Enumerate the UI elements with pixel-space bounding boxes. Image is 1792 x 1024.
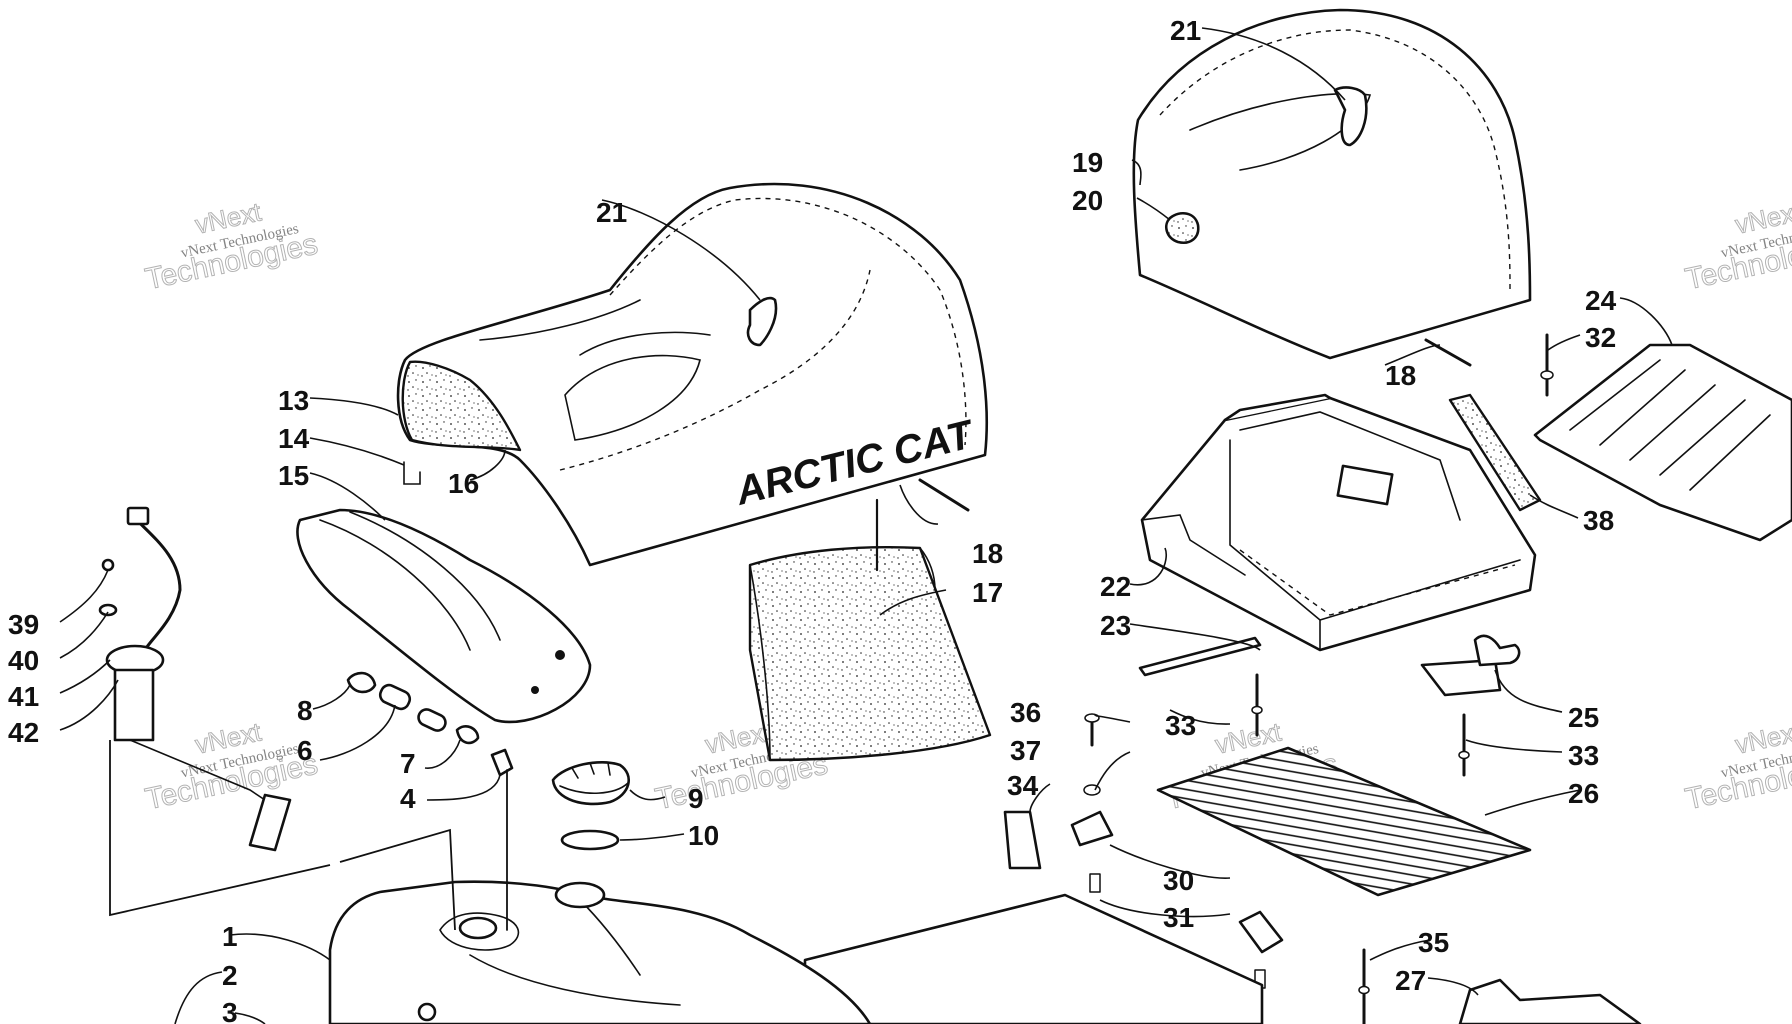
clip-part (403, 461, 421, 485)
clip-part (1238, 910, 1284, 954)
front-seat-part: ARCTIC CAT (396, 182, 989, 567)
callout-32: 32 (1585, 322, 1616, 353)
ribbed-mat-part (1156, 746, 1532, 897)
hinge-part (1420, 634, 1521, 697)
callout-6: 6 (297, 735, 313, 766)
clip-part (1070, 810, 1114, 847)
callout-37: 37 (1010, 735, 1041, 766)
callout-27: 27 (1395, 965, 1426, 996)
rod-part (918, 478, 970, 512)
assembly-leader-line (109, 740, 456, 931)
screw-part (1083, 713, 1101, 796)
callout-30: 30 (1163, 865, 1194, 896)
callout-41: 41 (8, 681, 39, 712)
callout-14: 14 (278, 423, 310, 454)
callout-21: 21 (596, 197, 627, 228)
callout-1: 1 (222, 921, 238, 952)
callout-17: 17 (972, 577, 1003, 608)
callout-7: 7 (400, 748, 416, 779)
callout-labels: 1 2 3 4 6 7 8 9 10 13 14 15 16 17 18 18 … (8, 15, 1617, 1024)
callout-24: 24 (1585, 285, 1617, 316)
callout-42: 42 (8, 717, 39, 748)
bracket-part (1533, 343, 1792, 542)
rear-seat-part (1132, 8, 1532, 360)
leader-lines (59, 27, 1673, 1024)
callout-18: 18 (972, 538, 1003, 569)
seat-base-part (296, 508, 592, 724)
callout-3: 3 (222, 997, 238, 1024)
callout-20: 20 (1072, 185, 1103, 216)
foam-block-part (748, 545, 992, 762)
seat-base-stud-icon (555, 650, 565, 660)
callout-10: 10 (688, 820, 719, 851)
callout-35: 35 (1418, 927, 1449, 958)
rod-part (1424, 338, 1472, 367)
foam-patch-part (1164, 211, 1200, 244)
callout-13: 13 (278, 385, 309, 416)
callout-36: 36 (1010, 697, 1041, 728)
fuel-cap-part (551, 761, 630, 806)
callout-9: 9 (688, 783, 704, 814)
spacer-part (1089, 873, 1101, 893)
callout-38: 38 (1583, 505, 1614, 536)
bolt-part (1251, 333, 1554, 1024)
callout-16: 16 (448, 468, 479, 499)
callout-25: 25 (1568, 702, 1599, 733)
callout-2: 2 (222, 960, 238, 991)
callout-22: 22 (1100, 571, 1131, 602)
l-bracket-part (1003, 810, 1042, 870)
hose-fittings-part (346, 671, 514, 931)
stake-part (1138, 636, 1262, 677)
storage-tray-part (1140, 393, 1537, 652)
callout-33: 33 (1165, 710, 1196, 741)
callout-34: 34 (1007, 770, 1039, 801)
callout-15: 15 (278, 460, 309, 491)
callout-33: 33 (1568, 740, 1599, 771)
callout-18: 18 (1385, 360, 1416, 391)
grommet-part (417, 1002, 437, 1022)
callout-8: 8 (297, 695, 313, 726)
callout-23: 23 (1100, 610, 1131, 641)
seat-base-stud-icon (531, 686, 539, 694)
callout-31: 31 (1163, 902, 1194, 933)
fuel-tank-part (328, 880, 872, 1024)
gasket-part (560, 829, 620, 851)
mount-bracket-part (1458, 978, 1642, 1024)
callout-40: 40 (8, 645, 39, 676)
callout-26: 26 (1568, 778, 1599, 809)
callout-4: 4 (400, 783, 416, 814)
callout-39: 39 (8, 609, 39, 640)
callout-19: 19 (1072, 147, 1103, 178)
callout-21: 21 (1170, 15, 1201, 46)
